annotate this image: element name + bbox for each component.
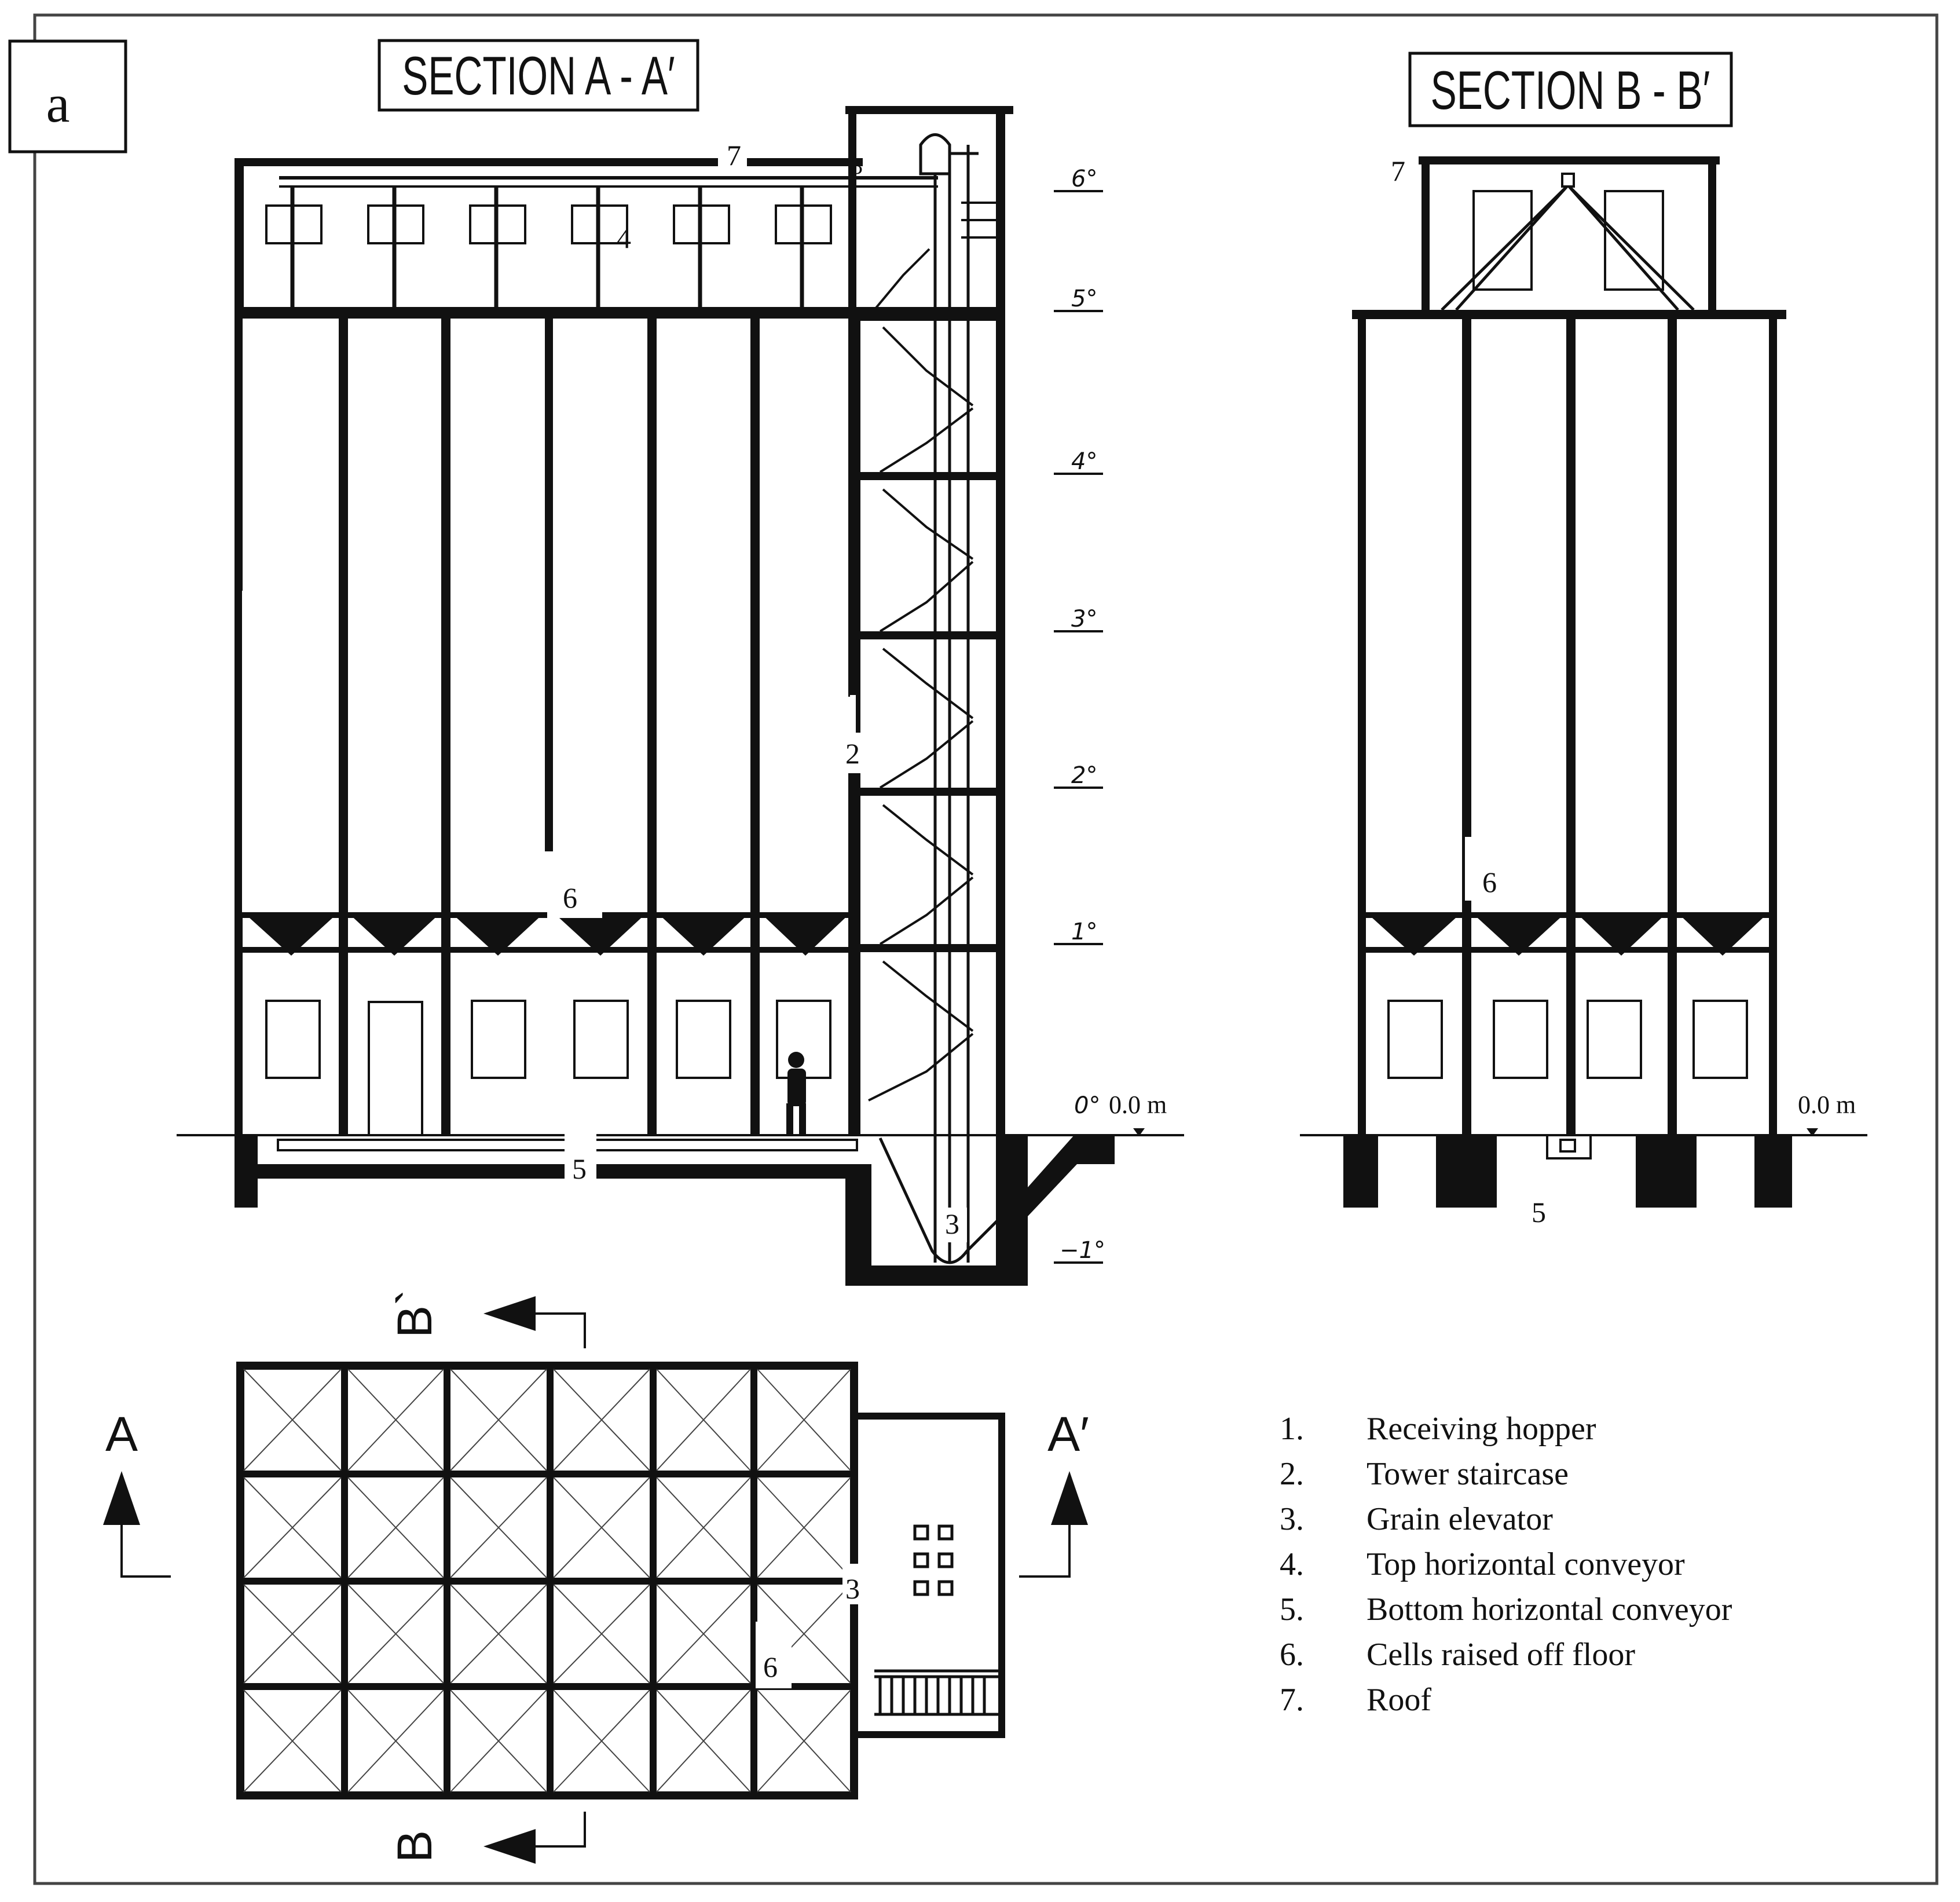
tower-roof: [845, 106, 1013, 114]
elevator-boot: [878, 1137, 1069, 1264]
legend-text-5: Bottom horizontal conveyor: [1366, 1592, 1732, 1627]
marker-a-right: A′: [1047, 1407, 1089, 1461]
level-0: 0°: [1074, 1092, 1100, 1119]
callout-plan-3: 3: [845, 1572, 860, 1605]
section-bb: SECTION B - B′: [1300, 52, 1867, 1228]
legend-text-4: Top horizontal conveyor: [1366, 1546, 1685, 1582]
callout-plan-6: 6: [763, 1651, 778, 1683]
elevator-head: [919, 133, 979, 175]
callout-bb-5: 5: [1532, 1196, 1546, 1228]
section-aa-title: SECTION A - A′: [402, 46, 675, 106]
section-arrow-b-bottom: B: [387, 1812, 586, 1864]
callout-bb-6: 6: [1482, 866, 1497, 898]
legend-text-2: Tower staircase: [1366, 1456, 1569, 1492]
hoppers-bb: [1366, 912, 1769, 956]
legend-num-4: 4.: [1280, 1546, 1304, 1582]
section-bb-title-box: [1408, 52, 1733, 127]
callout-aa-5: 5: [572, 1153, 587, 1185]
legend-num-7: 7.: [1280, 1682, 1304, 1718]
legend-text-1: Receiving hopper: [1366, 1411, 1596, 1447]
legend-num-1: 1.: [1280, 1411, 1304, 1447]
roof-aa: [235, 158, 863, 166]
ground-level-bb: 0.0 m: [1798, 1091, 1856, 1119]
outer-frame: [33, 13, 1939, 1885]
level-6: 6°: [1071, 166, 1097, 192]
callout-aa-3-top: 3: [851, 153, 863, 179]
ground-level-aa: 0.0 m: [1109, 1091, 1167, 1119]
legend-num-2: 2.: [1280, 1456, 1304, 1492]
plan-stair-treads: [874, 1669, 1002, 1716]
hoppers-aa: [243, 912, 851, 956]
legend: 1. Receiving hopper 2. Tower staircase 3…: [1280, 1411, 1732, 1718]
legend-num-6: 6.: [1280, 1637, 1304, 1673]
plan-cell-crosses: [243, 1369, 851, 1793]
section-arrow-a-right: A′: [1019, 1407, 1089, 1578]
level-4: 4°: [1071, 448, 1097, 475]
marker-b-bottom: B: [387, 1830, 442, 1863]
legend-num-5: 5.: [1280, 1592, 1304, 1627]
marker-b-top: B`: [387, 1289, 442, 1338]
person-silhouette: [786, 1052, 806, 1135]
level-2: 2°: [1071, 762, 1097, 789]
callout-aa-3: 3: [945, 1208, 959, 1240]
section-aa-title-box: [378, 39, 699, 112]
section-bb-title: SECTION B - B′: [1431, 60, 1710, 120]
panel-label: a: [46, 74, 70, 133]
legend-text-3: Grain elevator: [1366, 1501, 1553, 1537]
legend-text-7: Roof: [1366, 1682, 1431, 1718]
callout-bb-7: 7: [1391, 155, 1405, 187]
level-minus-1: −1°: [1060, 1237, 1105, 1264]
callout-aa-6: 6: [563, 881, 577, 914]
tower-staircase: [868, 202, 996, 1102]
section-aa: SECTION A - A′: [177, 39, 1184, 1286]
top-conveyor-boxes: [265, 204, 832, 244]
section-arrow-b-top: B`: [387, 1289, 586, 1348]
level-5: 5°: [1071, 286, 1097, 312]
legend-num-3: 3.: [1280, 1501, 1304, 1537]
level-markers: [1054, 190, 1103, 1264]
callout-aa-2: 2: [845, 737, 860, 770]
section-arrow-a-left: A: [103, 1407, 171, 1578]
level-3: 3°: [1071, 606, 1097, 632]
callout-aa-7: 7: [727, 139, 741, 171]
panel-label-box: a: [8, 39, 127, 153]
callout-aa-4: 4: [617, 222, 631, 254]
plan-view: B` B A A′ 3 6: [103, 1289, 1089, 1864]
level-1: 1°: [1071, 919, 1097, 945]
legend-text-6: Cells raised off floor: [1366, 1637, 1635, 1673]
marker-a-left: A: [105, 1407, 138, 1461]
